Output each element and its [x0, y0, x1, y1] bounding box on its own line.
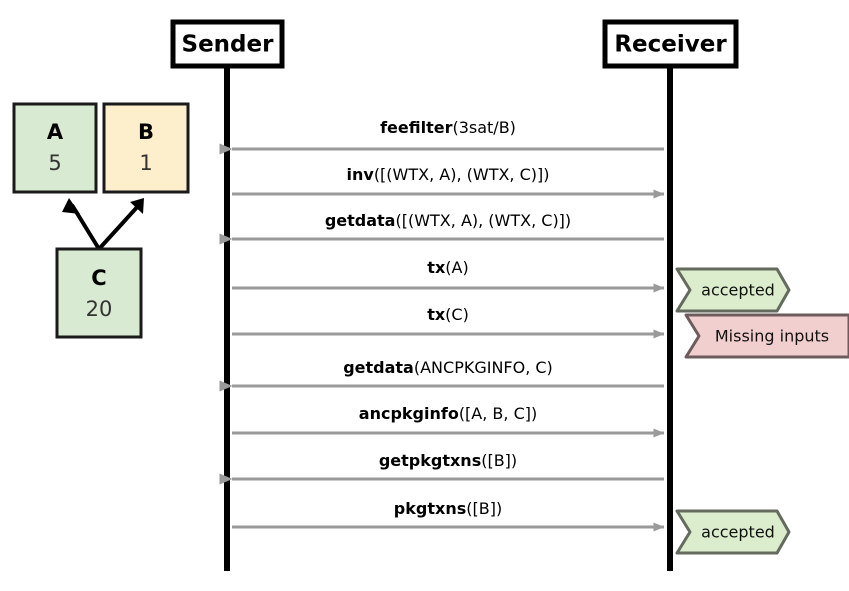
message-3-args: (A) [445, 258, 468, 277]
message-7: getpkgtxns([B]) [219, 451, 664, 485]
tx-box-b-value: 1 [139, 151, 152, 175]
tx-box-a-name: A [47, 120, 64, 144]
actor-sender[interactable]: Sender [170, 19, 285, 69]
message-5-command: getdata [343, 358, 414, 377]
tx-box-c: C 20 [55, 247, 143, 339]
message-4-label: tx(C) [427, 305, 469, 324]
message-8-label: pkgtxns([B]) [394, 499, 502, 518]
message-5-args: (ANCPKGINFO, C) [414, 358, 553, 377]
message-0-command: feefilter [380, 118, 453, 137]
transaction-graph: A 5 B 1 C 20 [12, 102, 190, 339]
message-7-label: getpkgtxns([B]) [379, 451, 517, 470]
tx-box-b: B 1 [102, 102, 190, 194]
tx-box-c-value: 20 [86, 297, 113, 321]
message-7-command: getpkgtxns [379, 451, 481, 470]
actor-sender-label: Sender [182, 32, 275, 58]
message-8: pkgtxns([B]) [232, 499, 665, 532]
message-2: getdata([(WTX, A), (WTX, C)]) [219, 211, 664, 245]
tx-box-a: A 5 [12, 102, 98, 194]
tx-box-a-value: 5 [48, 151, 61, 175]
message-8-args: ([B]) [466, 499, 502, 518]
tx-box-c-name: C [91, 266, 106, 290]
status-badge-missing-inputs: Missing inputs [684, 313, 849, 359]
message-1-label: inv([(WTX, A), (WTX, C)]) [347, 165, 550, 184]
status-badge-missing-inputs-label: Missing inputs [715, 327, 829, 346]
tx-edge-c-to-a [62, 198, 101, 251]
message-0: feefilter(3sat/B) [219, 118, 664, 155]
message-5: getdata(ANCPKGINFO, C) [219, 358, 664, 392]
tx-edge-c-to-b [97, 198, 144, 251]
status-badge-accepted-pkg-label: accepted [701, 523, 775, 542]
message-3: tx(A) [232, 258, 665, 293]
message-6: ancpkginfo([A, B, C]) [232, 404, 665, 438]
message-6-args: ([A, B, C]) [459, 404, 537, 423]
message-1-args: ([(WTX, A), (WTX, C)]) [374, 165, 550, 184]
message-0-args: (3sat/B) [452, 118, 515, 137]
message-6-command: ancpkginfo [359, 404, 459, 423]
message-2-args: ([(WTX, A), (WTX, C)]) [395, 211, 571, 230]
status-badge-accepted-pkg: accepted [675, 509, 791, 555]
message-3-command: tx [427, 258, 446, 277]
message-2-command: getdata [325, 211, 396, 230]
message-5-label: getdata(ANCPKGINFO, C) [343, 358, 553, 377]
tx-box-b-name: B [138, 120, 154, 144]
actor-receiver[interactable]: Receiver [602, 19, 739, 69]
message-4-command: tx [427, 305, 446, 324]
message-4-args: (C) [445, 305, 469, 324]
message-0-label: feefilter(3sat/B) [380, 118, 516, 137]
status-badge-accepted-a-label: accepted [701, 281, 775, 300]
message-3-label: tx(A) [427, 258, 468, 277]
message-1: inv([(WTX, A), (WTX, C)]) [232, 165, 665, 199]
message-2-label: getdata([(WTX, A), (WTX, C)]) [325, 211, 571, 230]
message-6-label: ancpkginfo([A, B, C]) [359, 404, 537, 423]
message-8-command: pkgtxns [394, 499, 466, 518]
message-1-command: inv [347, 165, 375, 184]
status-badge-accepted-a: accepted [675, 267, 791, 313]
message-4: tx(C) [232, 305, 665, 339]
message-7-args: ([B]) [481, 451, 517, 470]
actor-receiver-label: Receiver [614, 32, 727, 58]
